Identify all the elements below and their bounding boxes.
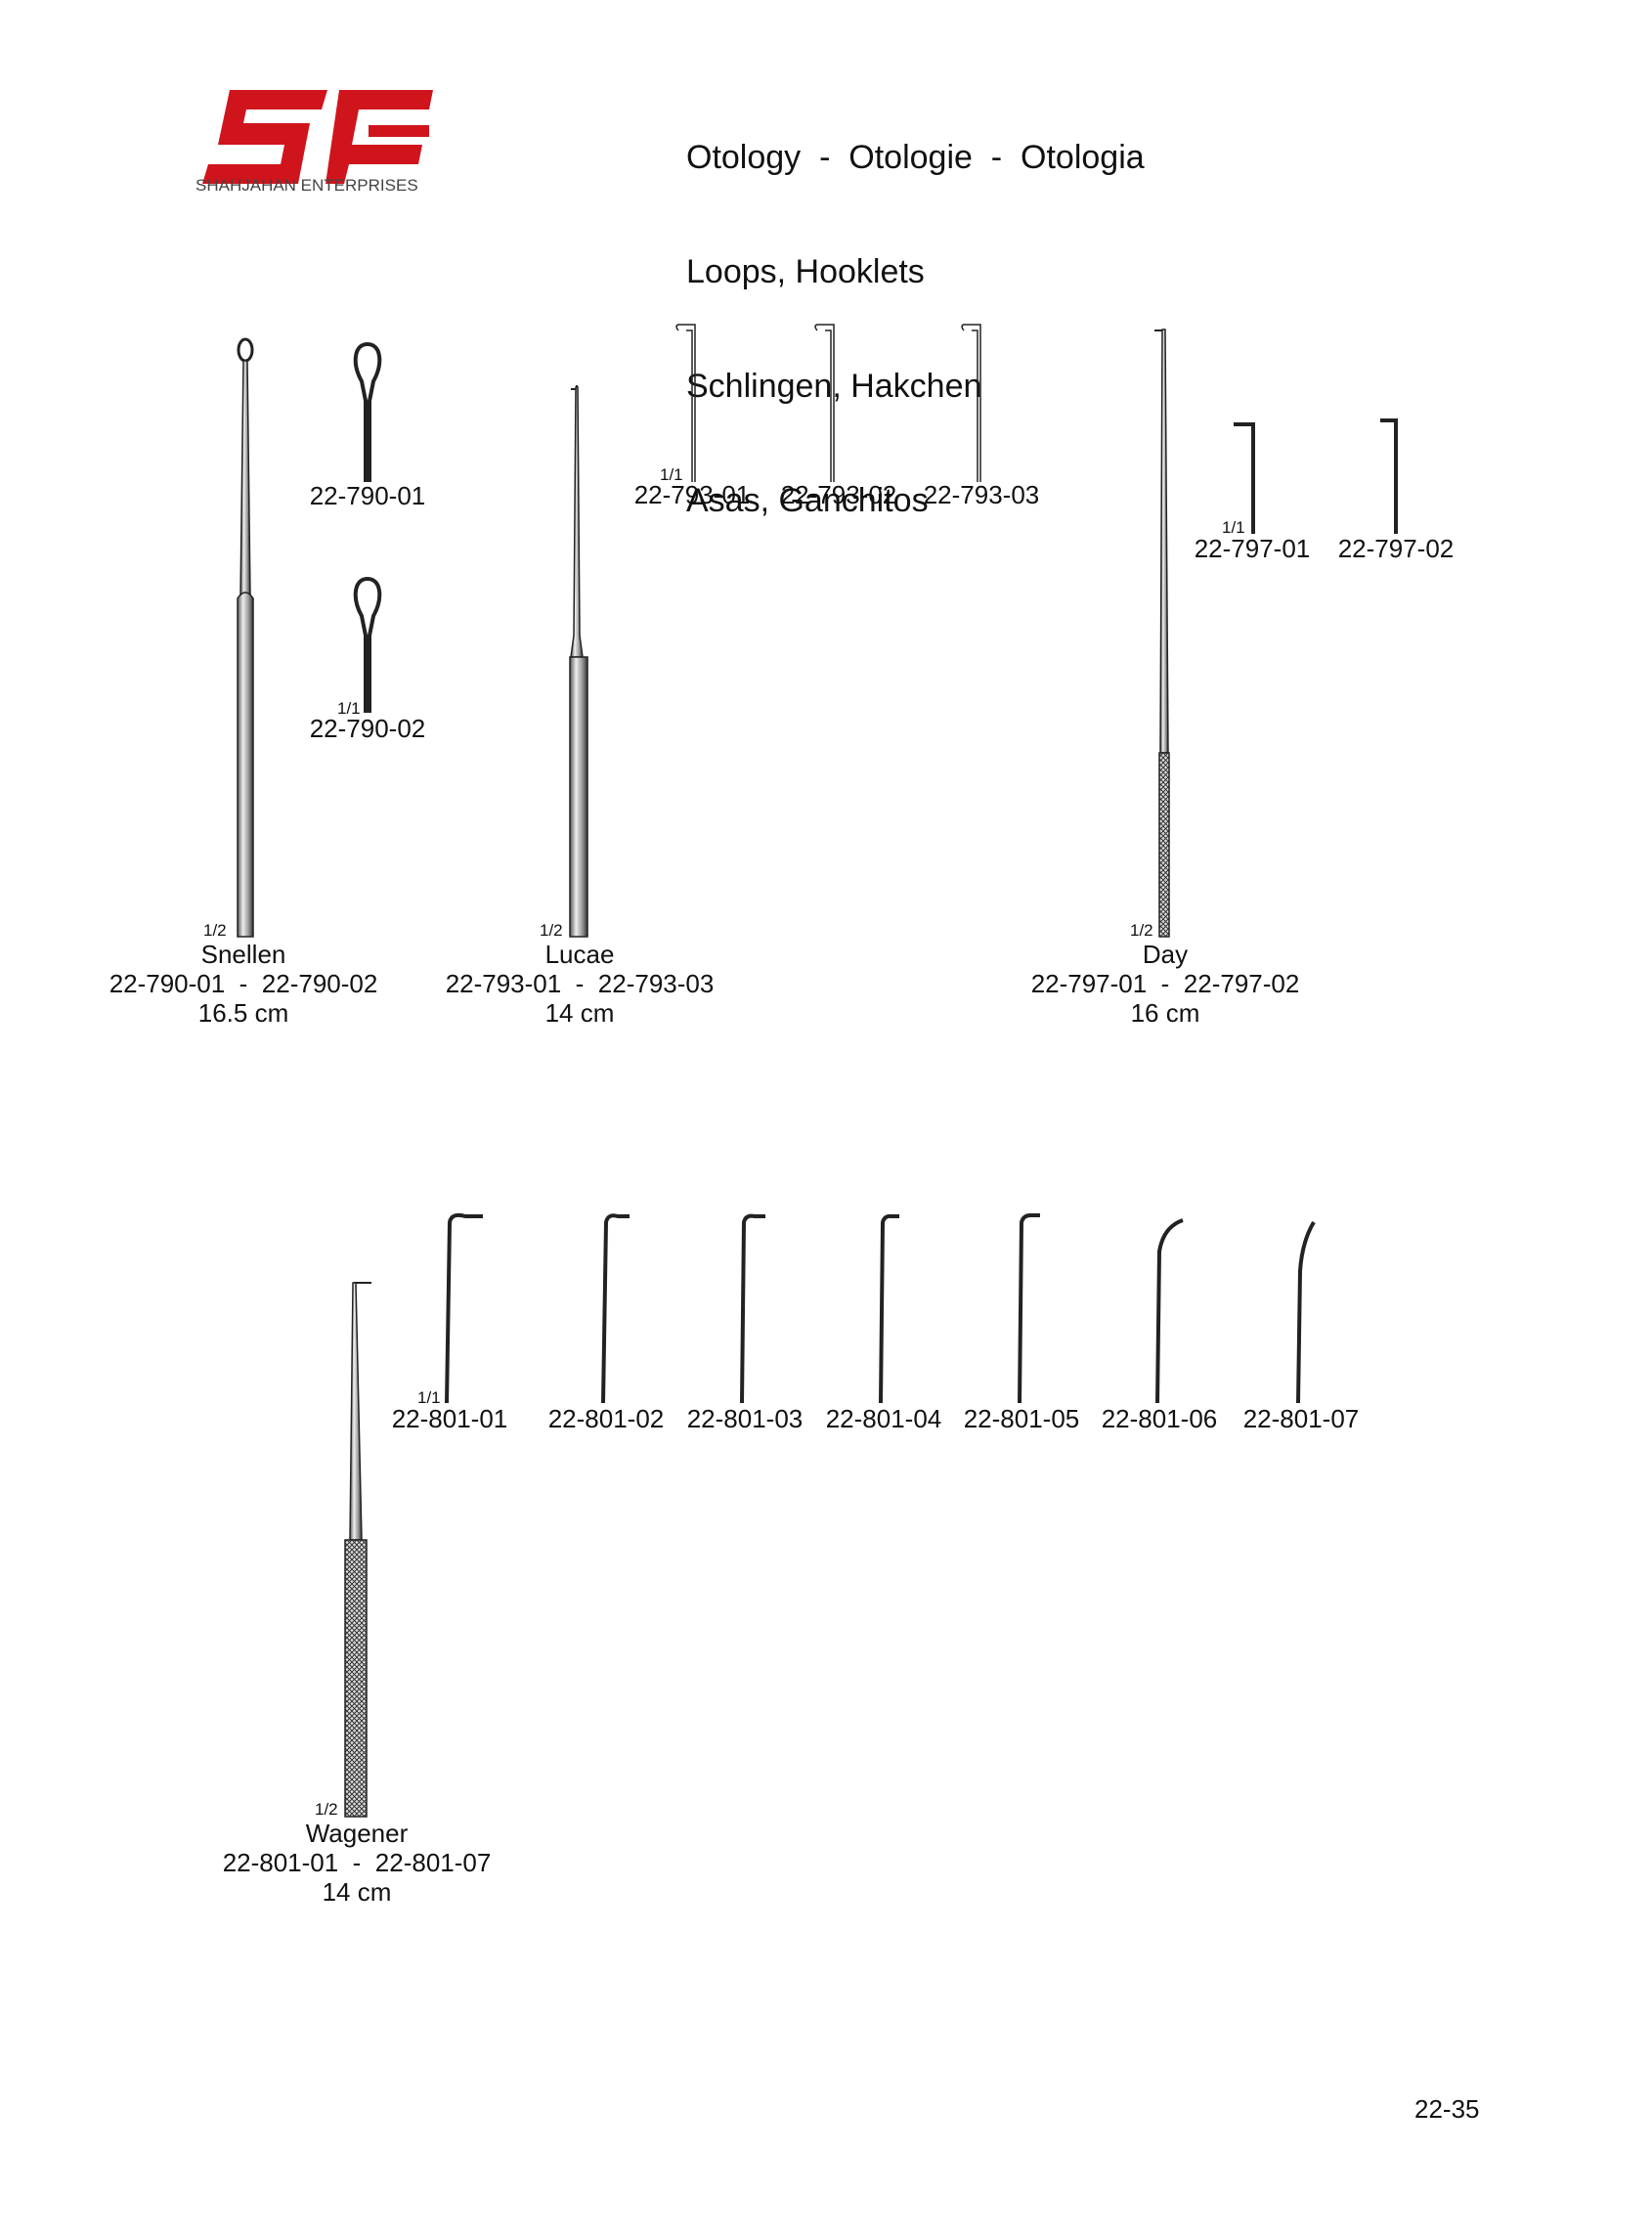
instrument-name: Day [1142,940,1189,969]
snellen-instrument [237,337,254,938]
lucae-instrument [569,385,588,938]
product-code: 22-793-01 [633,480,751,509]
scale-label: 1/1 [1222,518,1245,537]
instrument-name: Lucae [544,940,615,969]
scale-label: 1/1 [337,699,361,718]
scale-label: 1/2 [540,921,563,940]
scale-label: 1/2 [315,1800,338,1819]
lucae-hook-details [675,324,981,482]
product-code: 22-801-07 [1242,1404,1360,1433]
company-logo: SHAHJAHAN ENTERPRISES [194,70,433,199]
product-code: 22-801-03 [686,1404,804,1433]
product-code: 22-801-01 [391,1404,508,1433]
header-line: Asas, Ganchitos [686,482,929,519]
wagener-instrument [344,1282,371,1818]
instrument-name: Wagener [305,1819,409,1848]
instrument-size: 16 cm [1130,998,1200,1028]
product-code: 22-790-02 [309,714,426,743]
scale-label: 1/1 [417,1388,441,1407]
scale-label: 1/1 [660,465,683,484]
code-range: 22-793-01 - 22-793-03 [445,969,715,998]
code-range: 22-797-01 - 22-797-02 [1030,969,1300,998]
instrument-size: 14 cm [544,998,615,1028]
instrument-size: 14 cm [322,1877,392,1907]
product-code: 22-801-06 [1101,1404,1218,1433]
instrument-size: 16.5 cm [197,998,289,1028]
day-hook-details [1234,418,1398,534]
logo-text: SHAHJAHAN ENTERPRISES [196,176,418,195]
product-code: 22-797-02 [1337,534,1455,563]
wagener-hook-details [445,1212,1316,1404]
header-line: Loops, Hooklets [686,253,925,290]
scale-label: 1/2 [1130,921,1153,940]
scale-label: 1/2 [203,921,227,940]
code-range: 22-801-01 - 22-801-07 [222,1848,492,1877]
page-header: Otology - Otologie - Otologia Loops, Hoo… [686,63,1145,558]
product-code: 22-801-04 [825,1404,942,1433]
product-code: 22-797-01 [1194,534,1311,563]
header-line: Schlingen, Hakchen [686,368,982,405]
product-code: 22-790-01 [309,481,426,510]
instrument-name: Snellen [200,940,286,969]
product-code: 22-793-03 [923,480,1040,509]
header-line: Otology - Otologie - Otologia [686,139,1145,176]
product-code: 22-793-02 [780,480,897,509]
snellen-loop-detail-01 [353,342,382,482]
snellen-loop-detail-02 [353,577,382,713]
code-range: 22-790-01 - 22-790-02 [109,969,378,998]
product-code: 22-801-05 [963,1404,1080,1433]
day-instrument [1154,329,1170,938]
page-number: 22-35 [1414,2094,1480,2124]
logo-mark-icon [201,90,433,184]
product-code: 22-801-02 [547,1404,665,1433]
